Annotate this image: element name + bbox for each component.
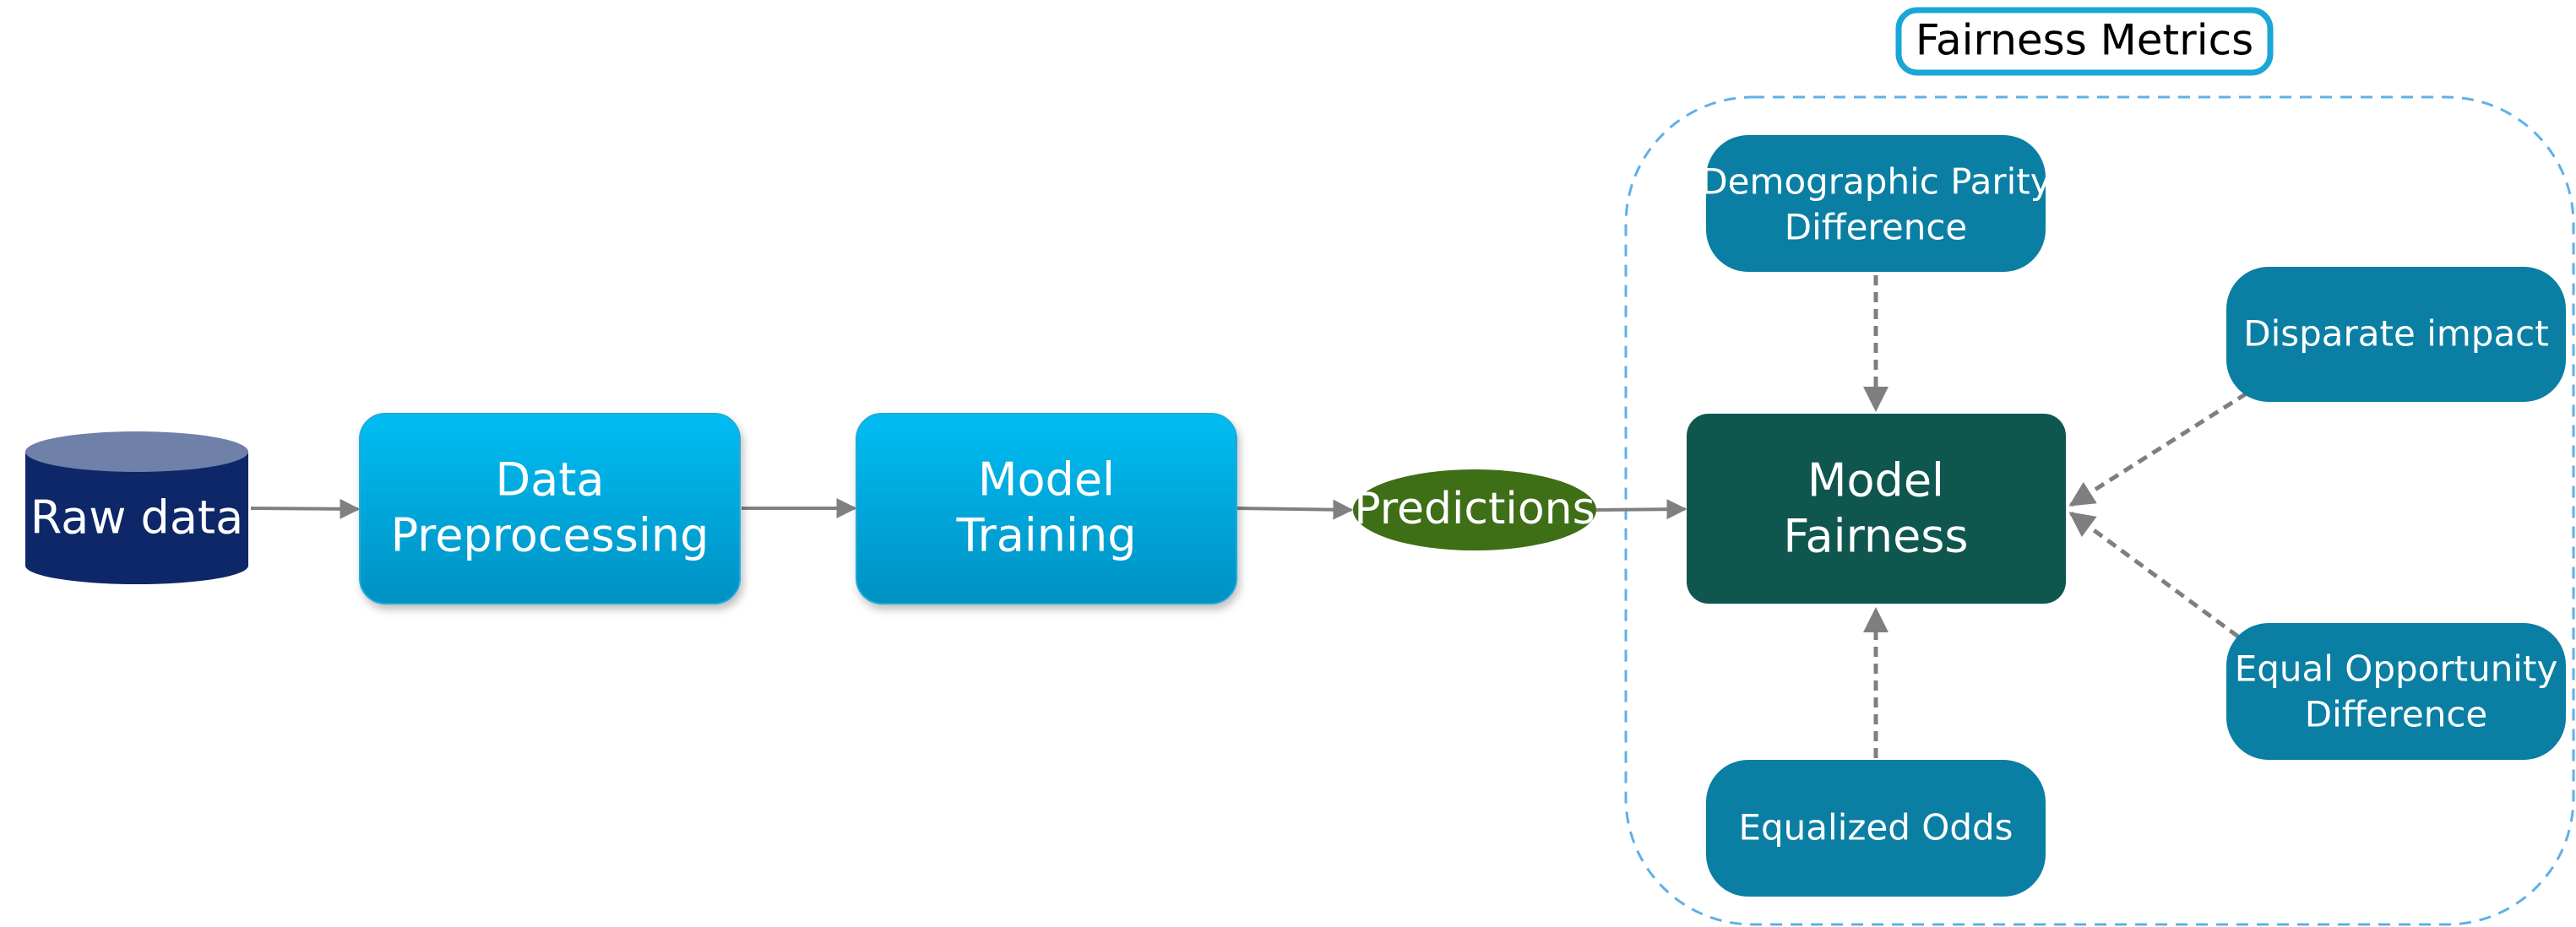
model-fairness-line1: Model	[1807, 454, 1944, 507]
metric-demographic-parity-node	[1706, 135, 2046, 272]
fairness-metrics-title: Fairness Metrics	[1916, 16, 2253, 65]
raw-data-node: Raw data	[25, 431, 248, 584]
model-training-line1: Model	[978, 453, 1115, 507]
fairness-metrics-title-box	[1895, 7, 2274, 76]
arrow-training-to-predictions	[1236, 499, 1354, 520]
predictions-label: Predictions	[1354, 484, 1595, 534]
data-preprocessing-node	[359, 413, 741, 604]
metric-disparate-impact-node	[2226, 267, 2566, 402]
metric-disparate-impact-label: Disparate impact	[2243, 313, 2549, 355]
metric-equal-opportunity-node	[2226, 623, 2566, 760]
cylinder-icon	[25, 452, 248, 584]
predictions-node	[1353, 469, 1596, 550]
metric-demographic-parity-line1: Demographic Parity	[1700, 161, 2051, 203]
model-training-line2: Training	[955, 509, 1136, 562]
arrow-disparate-to-fairness	[2068, 391, 2248, 507]
raw-data-label: Raw data	[30, 491, 243, 545]
cylinder-top	[25, 431, 248, 472]
metric-equalized-odds-node	[1706, 760, 2046, 897]
metric-equalized-odds-label: Equalized Odds	[1738, 807, 2013, 848]
metric-equal-opportunity-line2: Difference	[2305, 694, 2488, 735]
metric-equal-opportunity-line1: Equal Opportunity	[2235, 648, 2558, 690]
data-preprocessing-line1: Data	[496, 453, 605, 507]
arrow-predictions-to-fairness	[1595, 499, 1687, 520]
metric-demographic-parity-line2: Difference	[1785, 207, 1968, 248]
data-preprocessing-line2: Preprocessing	[391, 509, 709, 562]
model-fairness-line2: Fairness	[1783, 510, 1968, 563]
model-training-node	[856, 413, 1237, 604]
model-fairness-node	[1687, 414, 2066, 604]
arrow-raw-to-preprocessing	[250, 498, 361, 519]
arrow-eod-to-fairness	[2068, 511, 2240, 639]
